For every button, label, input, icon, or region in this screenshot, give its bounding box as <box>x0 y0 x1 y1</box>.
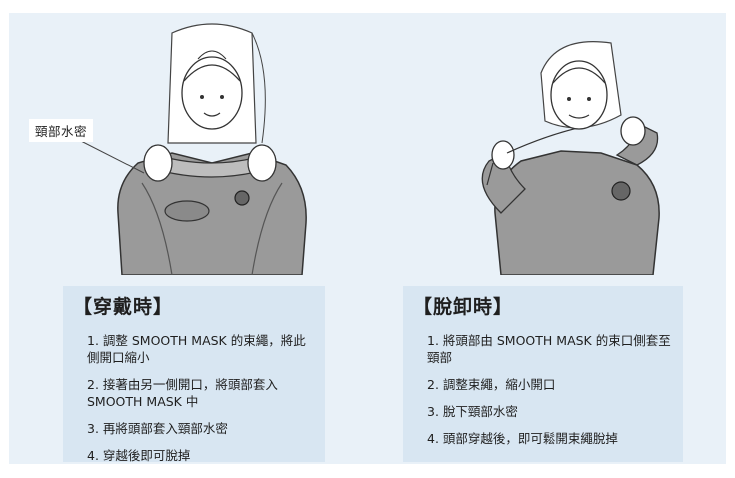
removing-panel: 【脫卸時】 1. 將頭部由 SMOOTH MASK 的束口側套至頸部 2. 調整… <box>403 286 683 462</box>
removing-illustration <box>481 41 660 275</box>
wearing-step: 2. 接著由另一側開口，將頭部套入 SMOOTH MASK 中 <box>87 377 278 409</box>
removing-step: 1. 將頭部由 SMOOTH MASK 的束口側套至頸部 <box>427 333 671 365</box>
wearing-steps: 1. 調整 SMOOTH MASK 的束繩，將此側開口縮小 2. 接著由另一側開… <box>87 332 315 474</box>
wearing-step: 4. 穿越後即可脫掉 <box>87 448 191 463</box>
wearing-step: 3. 再將頭部套入頸部水密 <box>87 421 228 436</box>
valve-icon <box>234 190 250 206</box>
removing-step: 3. 脫下頸部水密 <box>427 404 518 419</box>
wearing-step: 1. 調整 SMOOTH MASK 的束繩，將此側開口縮小 <box>87 333 306 365</box>
zipper-pocket <box>164 200 210 222</box>
removing-step: 2. 調整束繩，縮小開口 <box>427 377 556 392</box>
wearing-illustration <box>117 23 307 275</box>
wearing-title: 【穿戴時】 <box>73 296 174 318</box>
neck-seal-callout: 頸部水密 <box>29 119 94 142</box>
head <box>181 56 243 130</box>
drysuit-body <box>494 150 660 275</box>
removing-steps: 1. 將頭部由 SMOOTH MASK 的束口側套至頸部 2. 調整束繩，縮小開… <box>427 332 673 457</box>
wearing-panel: 【穿戴時】 1. 調整 SMOOTH MASK 的束繩，將此側開口縮小 2. 接… <box>63 286 325 463</box>
removing-title: 【脫卸時】 <box>413 296 514 318</box>
head <box>550 60 608 130</box>
removing-step: 4. 頭部穿越後，即可鬆開束繩脫掉 <box>427 431 618 446</box>
valve-icon <box>611 181 631 201</box>
callout-pointer <box>76 138 145 174</box>
instruction-card: 頸部水密 【穿戴時】 1. 調整 SMOOTH MASK 的束繩，將此側開口縮小… <box>9 13 726 464</box>
